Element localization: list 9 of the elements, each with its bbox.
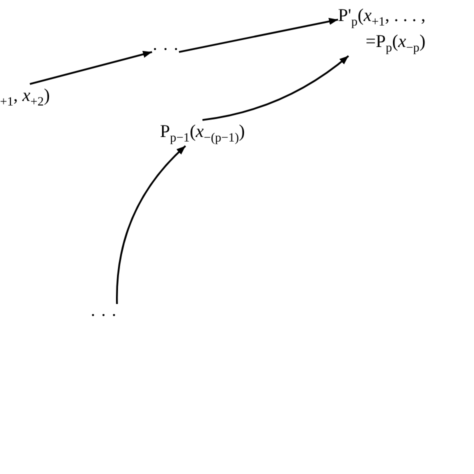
math-expression: P$_{p−1}$(x$_{−(p−1)}$) — [160, 120, 245, 146]
math-expression: · · · — [152, 38, 179, 62]
arrow — [116, 145, 186, 304]
arrow — [30, 50, 152, 85]
arrow — [202, 55, 350, 121]
math-expression: P'$_{p}$(x$_{+1}$, . . . , =P$_{p}$(x$_{−p}$) — [338, 4, 426, 56]
arrow — [178, 18, 338, 53]
math-expression: $_{+1}$, x$_{+2}$) — [0, 84, 50, 110]
math-expression: · · · — [90, 304, 117, 328]
